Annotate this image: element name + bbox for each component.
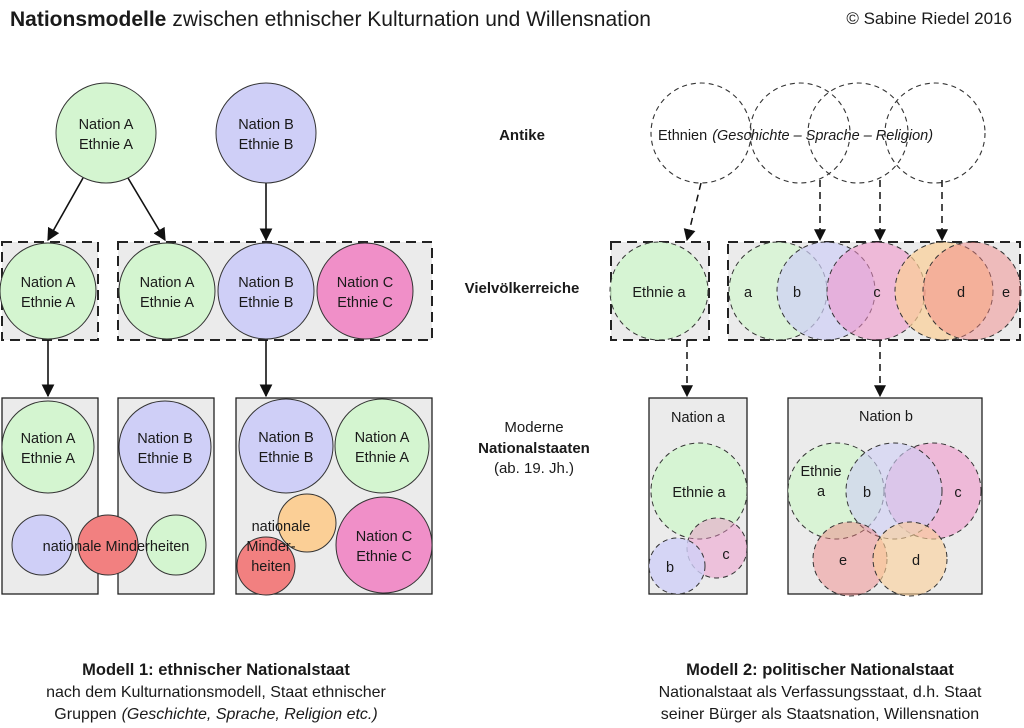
- circle-empire1-nation-a: [0, 242, 97, 340]
- label-nation-b-a: a: [817, 484, 826, 500]
- label-empire2-b: b: [793, 285, 801, 301]
- label-empire2-e: e: [1002, 285, 1010, 301]
- circle-state3-minority-orange: [277, 493, 337, 553]
- label-state3-minder: Minder-: [246, 539, 295, 555]
- label-nation-b-d: d: [912, 553, 920, 569]
- label-state3-nation-c: Nation C: [356, 529, 412, 545]
- label-nation-b: Nation b: [859, 409, 913, 425]
- label-empire2-nation-c: Nation C: [337, 275, 393, 291]
- caption-model1-line1: nach dem Kulturnationsmodell, Staat ethn…: [46, 684, 386, 701]
- circle-nation-a-ethnie-a: [650, 442, 748, 540]
- nation-a-circles: [648, 442, 748, 595]
- label-state3-nation-b: Nation B: [258, 430, 314, 446]
- label-empire2-d: d: [957, 285, 965, 301]
- circle-empire2-d: [894, 241, 994, 341]
- circle-state3-nation-b: [238, 398, 334, 494]
- ethnien-circle-3: [807, 82, 909, 184]
- label-state3-ethnie-a: Ethnie A: [355, 450, 409, 466]
- row-label-date: (ab. 19. Jh.): [494, 460, 574, 477]
- circle-empire2-e: [922, 241, 1022, 341]
- circle-state3-nation-c: [335, 496, 433, 594]
- label-antike-ethnie-b: Ethnie B: [239, 137, 294, 153]
- label-state3-ethnie-b: Ethnie B: [259, 450, 314, 466]
- circle-minority-blue: [11, 514, 73, 576]
- nation-b-circles: [787, 442, 982, 597]
- label-empire2-ethnie-a: Ethnie A: [140, 295, 194, 311]
- caption-model1-title: Modell 1: ethnischer Nationalstaat: [82, 661, 350, 679]
- label-nation-a-c: c: [722, 547, 729, 563]
- label-state3-ethnie-c: Ethnie C: [356, 549, 412, 565]
- label-nation-b-e: e: [839, 553, 847, 569]
- circle-nation-a-b: [648, 537, 706, 595]
- label-empire-ethnie-a: Ethnie a: [632, 285, 686, 301]
- caption-model2-title: Modell 2: politischer Nationalstaat: [686, 661, 954, 679]
- caption-model1-line2: Gruppen(Geschichte, Sprache, Religion et…: [54, 706, 377, 723]
- label-state2-ethnie-b: Ethnie B: [138, 451, 193, 467]
- label-empire2-a: a: [744, 285, 753, 301]
- circle-state1-nation-a: [1, 400, 95, 494]
- label-antike-nation-a: Nation A: [79, 117, 134, 133]
- label-empire1-nation-a: Nation A: [21, 275, 76, 291]
- circle-minority-red: [77, 514, 139, 576]
- circle-antike-nation-a: [55, 82, 157, 184]
- row-label-vielvoelkerreiche: Vielvölkerreiche: [465, 280, 580, 297]
- label-nation-b-ethnie: Ethnie: [800, 464, 841, 480]
- circle-state2-nation-b: [118, 400, 212, 494]
- ethnien-circle-4: [884, 82, 986, 184]
- label-empire2-nation-a: Nation A: [140, 275, 195, 291]
- label-antike-nation-b: Nation B: [238, 117, 294, 133]
- circle-antike-nation-b: [215, 82, 317, 184]
- label-nationale-minderheiten: nationale Minderheiten: [43, 539, 190, 555]
- label-state1-ethnie-a: Ethnie A: [21, 451, 75, 467]
- circle-empire2-nation-a: [118, 242, 216, 340]
- arrow-a-to-empire2: [127, 177, 166, 242]
- label-nation-b-c: c: [954, 485, 961, 501]
- circle-nation-b-d: [872, 521, 948, 597]
- ethnien-circle-1: [650, 82, 752, 184]
- label-nation-a-b: b: [666, 560, 674, 576]
- label-state1-nation-a: Nation A: [21, 431, 76, 447]
- label-state3-nationale: nationale: [252, 519, 311, 535]
- caption-model2-line1: Nationalstaat als Verfassungsstaat, d.h.…: [659, 684, 982, 701]
- label-empire1-ethnie-a: Ethnie A: [21, 295, 75, 311]
- label-nation-b-b: b: [863, 485, 871, 501]
- circle-empire-ethnie-a: [609, 241, 709, 341]
- label-state3-nation-a: Nation A: [355, 430, 410, 446]
- right-arrows: [681, 180, 948, 398]
- ethnien-circles: [650, 82, 986, 184]
- ethnien-circle-2: [749, 82, 851, 184]
- label-antike-ethnie-a: Ethnie A: [79, 137, 133, 153]
- arrow-ethnien-to-ethnie-a: [683, 182, 702, 242]
- label-state2-nation-b: Nation B: [137, 431, 193, 447]
- copyright-notice: © Sabine Riedel 2016: [846, 9, 1012, 28]
- circle-minority-green: [145, 514, 207, 576]
- label-empire2-ethnie-c: Ethnie C: [337, 295, 393, 311]
- label-ethnien: Ethnien(Geschichte – Sprache – Religion): [658, 128, 933, 144]
- label-empire2-nation-b: Nation B: [238, 275, 294, 291]
- label-empire2-c: c: [873, 285, 880, 301]
- circle-empire2-nation-c: [316, 242, 414, 340]
- label-empire2-ethnie-b: Ethnie B: [239, 295, 294, 311]
- label-nation-a: Nation a: [671, 410, 726, 426]
- circle-state3-minority-red: [236, 536, 296, 596]
- row-label-nationalstaaten: Nationalstaaten: [478, 440, 590, 457]
- circle-empire2-nation-b: [217, 242, 315, 340]
- circle-state3-nation-a: [334, 398, 430, 494]
- empire2-overlap-circles: [728, 241, 1022, 341]
- caption-model2-line2: seiner Bürger als Staatsnation, Willensn…: [661, 706, 979, 723]
- row-label-antike: Antike: [499, 127, 545, 144]
- row-label-moderne: Moderne: [504, 419, 563, 436]
- label-nation-a-ethnie-a: Ethnie a: [672, 485, 726, 501]
- label-state3-heiten: heiten: [251, 559, 291, 575]
- arrow-a-to-empire1: [47, 177, 84, 242]
